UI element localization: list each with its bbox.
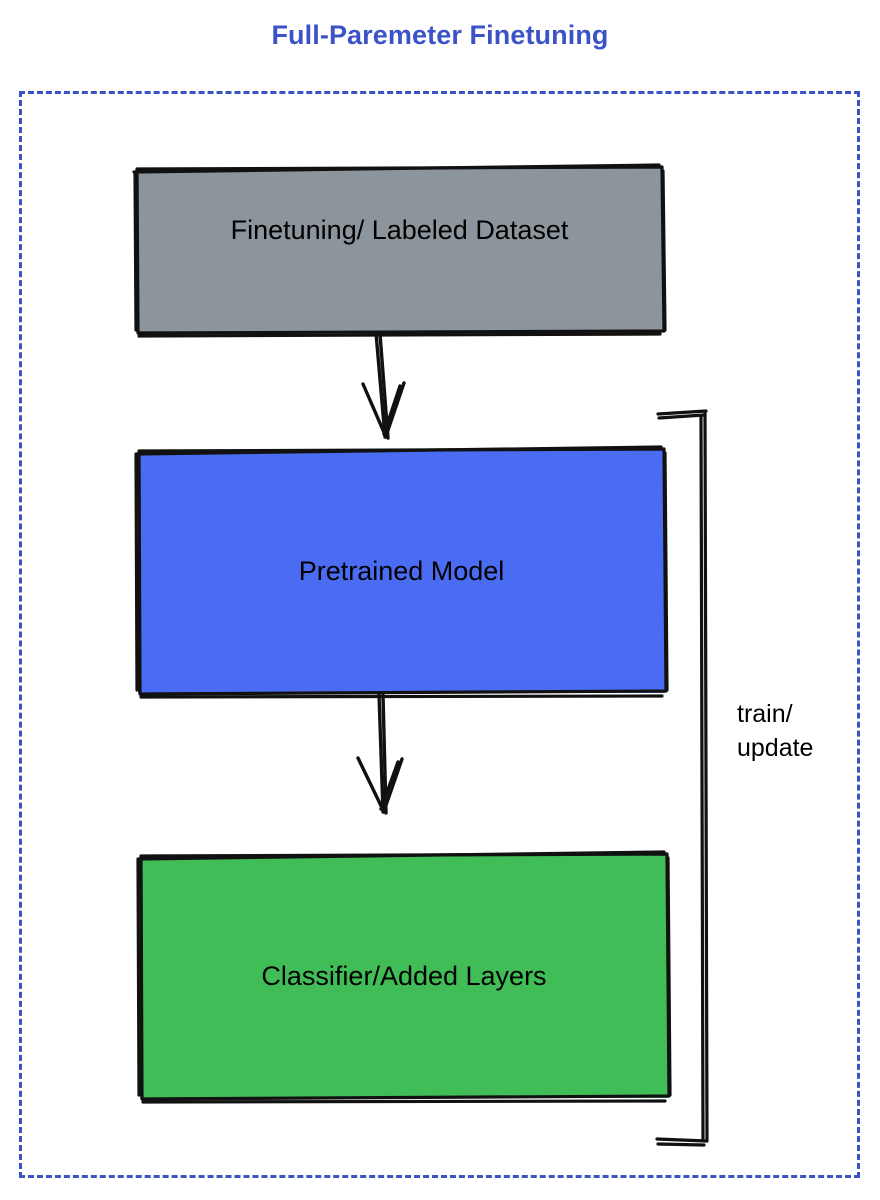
dashed-boundary-frame	[19, 91, 860, 1178]
page-title: Full-Paremeter Finetuning	[271, 20, 609, 50]
node-finetuning-labeled-dataset[interactable]: Finetuning/ Labeled Dataset	[136, 168, 663, 332]
edge-label-train-update: train/ update	[737, 700, 814, 762]
node-label-pretrained: Pretrained Model	[298, 555, 505, 586]
node-pretrained-model[interactable]: Pretrained Model	[138, 450, 665, 693]
node-label-classifier: Classifier/Added Layers	[261, 960, 547, 991]
node-label-dataset: Finetuning/ Labeled Dataset	[230, 215, 569, 245]
node-classifier-added-layers[interactable]: Classifier/Added Layers	[140, 855, 668, 1098]
